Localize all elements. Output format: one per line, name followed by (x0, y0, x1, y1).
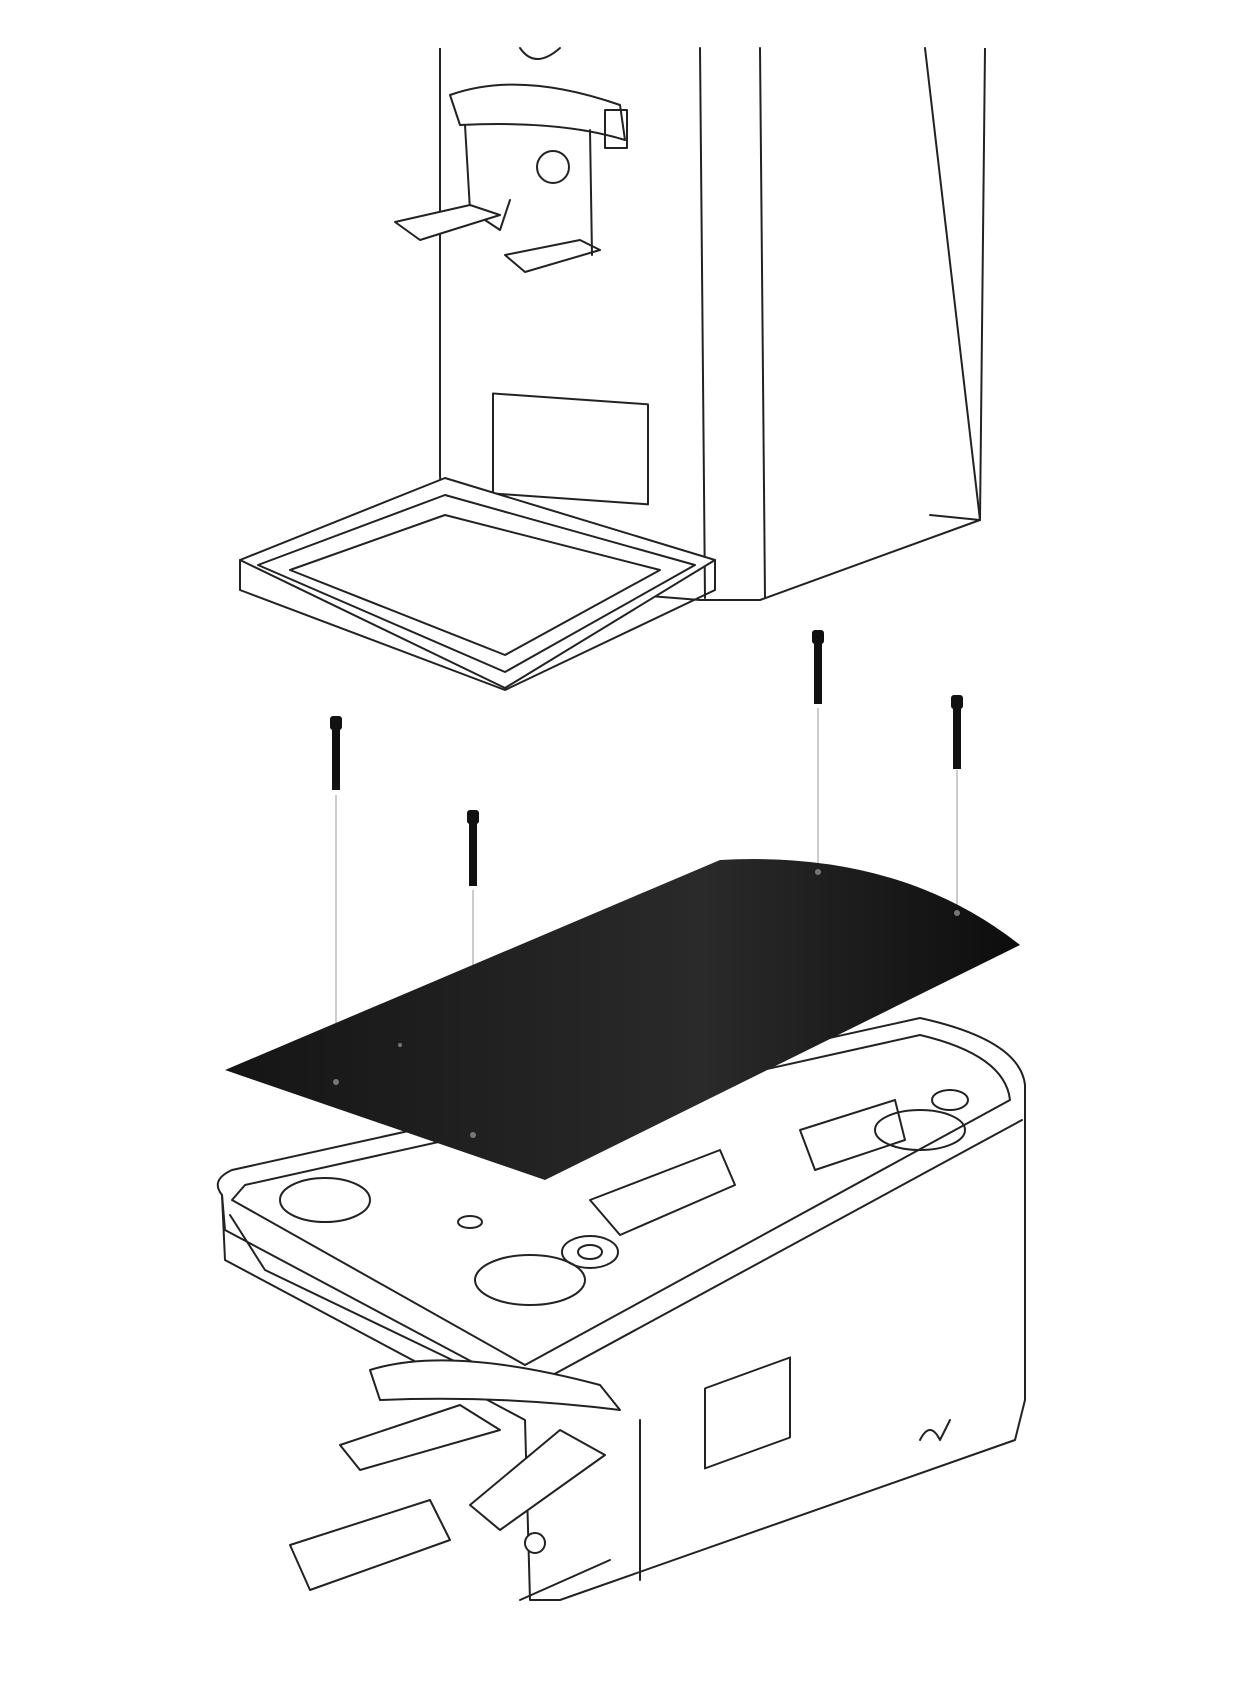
drip-tray (239, 477, 716, 691)
screw-hole (815, 869, 821, 875)
mounting-screw (812, 630, 824, 865)
portafilter-fork (289, 1359, 621, 1601)
base-plate (225, 859, 1020, 1180)
mounting-screw (951, 695, 963, 905)
screw-hole (398, 1043, 402, 1047)
portafilter-holder (394, 47, 628, 273)
label-plate (704, 1356, 791, 1470)
screw-hole (333, 1079, 339, 1085)
screw-hole (954, 910, 960, 916)
label-plate (492, 392, 649, 506)
grinder-upper-body (394, 47, 986, 601)
grinder-lower-base (216, 1017, 1026, 1601)
screw-hole (470, 1132, 476, 1138)
